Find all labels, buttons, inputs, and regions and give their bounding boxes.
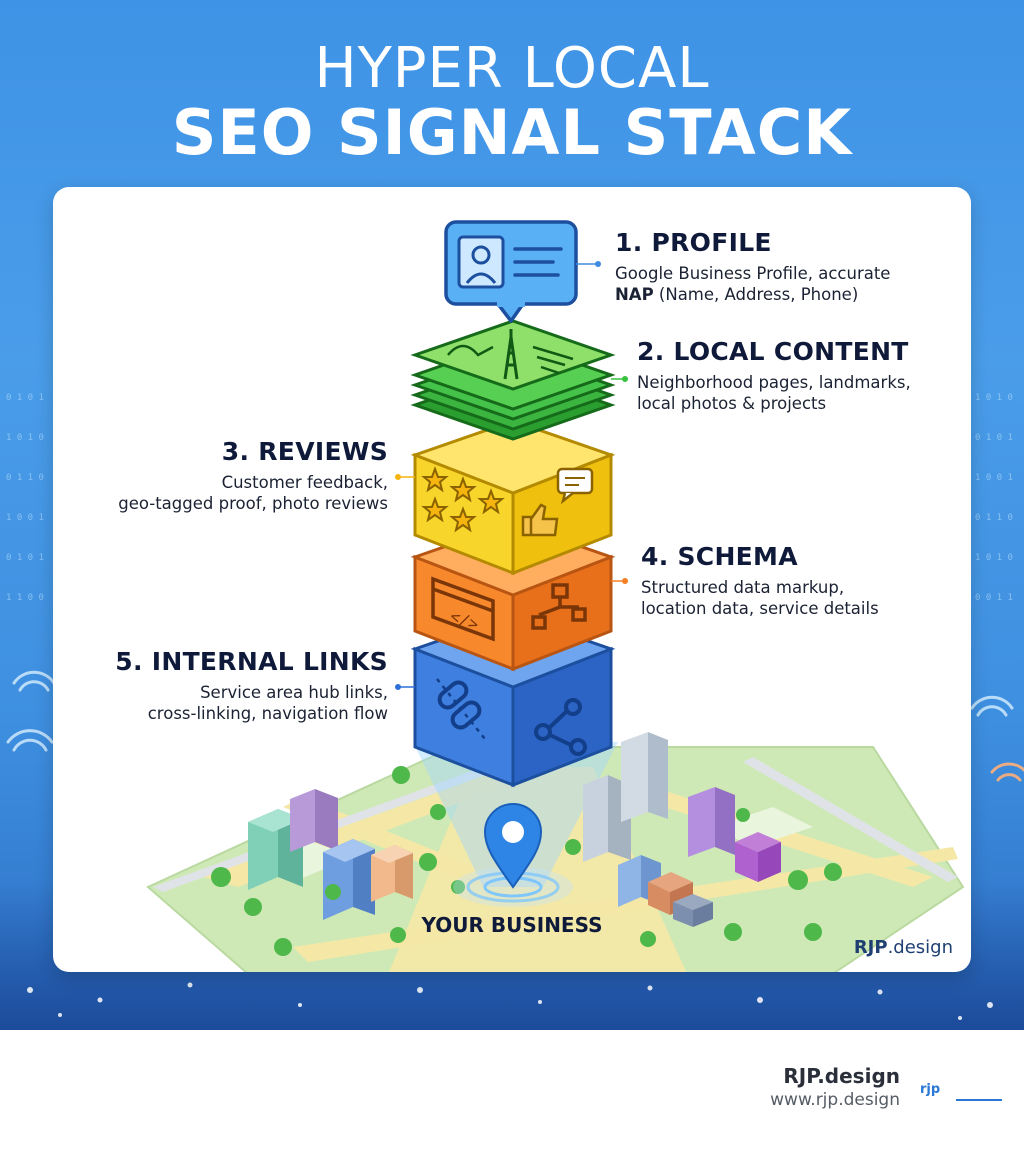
layer-4-desc-line-2: location data, service details (641, 599, 879, 618)
layer-5-desc-line-1: Service area hub links, (200, 683, 388, 702)
footer-logo: rjp (920, 1082, 941, 1097)
svg-text:0 1 0 1: 0 1 0 1 (975, 433, 1013, 443)
layer-3-title: 3. REVIEWS (221, 437, 388, 466)
thumbs-up-review-icon (521, 467, 594, 537)
svg-text:0 1 0 1: 0 1 0 1 (6, 393, 44, 403)
layer-4-description: Structured data markup, location data, se… (641, 577, 961, 619)
svg-text:0 1 1 0: 0 1 1 0 (975, 513, 1013, 523)
layer-2-description: Neighborhood pages, landmarks, local phot… (637, 372, 967, 414)
layer-4-desc-line-1: Structured data markup, (641, 578, 845, 597)
layer-5-description: Service area hub links, cross-linking, na… (73, 682, 388, 724)
layer-1-label: 1. PROFILE Google Business Profile, accu… (615, 228, 955, 305)
layer-1-desc-line-1: Google Business Profile, accurate (615, 264, 891, 283)
layer-1-title: 1. PROFILE (615, 228, 772, 257)
footer-url: www.rjp.design (770, 1090, 900, 1110)
share-nodes-icon (534, 698, 587, 756)
svg-text:1 0 1 0: 1 0 1 0 (6, 433, 44, 443)
diagram-card: YOUR BUSINESS (53, 187, 971, 972)
layer-4-label: 4. SCHEMA Structured data markup, locatio… (641, 542, 961, 619)
svg-text:1 0 1 0: 1 0 1 0 (975, 553, 1013, 563)
sitemap-icon (531, 583, 587, 630)
layer-1-profile-card (444, 220, 578, 323)
layer-2-label: 2. LOCAL CONTENT Neighborhood pages, lan… (637, 337, 967, 414)
layer-2-stack (410, 319, 616, 441)
svg-text:0 1 0 1: 0 1 0 1 (6, 553, 44, 563)
layer-1-desc-line-2: (Name, Address, Phone) (653, 285, 859, 304)
layer-2-desc-line-1: Neighborhood pages, landmarks, (637, 373, 911, 392)
layer-5-desc-line-2: cross-linking, navigation flow (147, 704, 388, 723)
layer-5-cube (410, 613, 616, 788)
layer-3-label: 3. REVIEWS Customer feedback, geo-tagged … (73, 437, 388, 514)
footer-brand-name: RJP.design (783, 1064, 900, 1088)
layer-3-desc-line-1: Customer feedback, (221, 473, 388, 492)
layer-4-title: 4. SCHEMA (641, 542, 798, 571)
layer-3-cube (410, 419, 616, 576)
buildings-right (583, 732, 781, 927)
business-location-pin (453, 803, 573, 907)
watermark-rest: .design (887, 937, 953, 958)
svg-text:1 1 0 0: 1 1 0 0 (6, 593, 44, 603)
layer-5-title: 5. INTERNAL LINKS (115, 647, 388, 676)
svg-text:0 0 1 1: 0 0 1 1 (975, 593, 1013, 603)
svg-text:1 0 1 0: 1 0 1 0 (975, 393, 1013, 403)
layer-3-desc-line-2: geo-tagged proof, photo reviews (118, 494, 388, 513)
svg-text:1 0 0 1: 1 0 0 1 (6, 513, 44, 523)
chain-link-icon (436, 678, 486, 740)
label-connectors (395, 261, 628, 690)
landmark-tower-icon (447, 329, 574, 380)
title-line-1: HYPER LOCAL (314, 36, 710, 101)
svg-text:0 1 1 0: 0 1 1 0 (6, 473, 44, 483)
footer-brand: RJP.design www.rjp.design (770, 1064, 900, 1110)
svg-text:1 0 0 1: 1 0 0 1 (975, 473, 1013, 483)
five-stars-icon (421, 466, 505, 533)
layer-1-desc-bold: NAP (615, 285, 654, 304)
watermark-bold: RJP (853, 937, 888, 958)
your-business-label: YOUR BUSINESS (420, 913, 602, 937)
hero-banner: 0 1 0 1 1 0 1 0 0 1 1 0 1 0 0 1 0 1 0 1 1 1 … (0, 0, 1024, 1030)
trees (211, 766, 842, 956)
binary-rain-decoration: 0 1 0 1 1 0 1 0 0 1 1 0 1 0 0 1 0 1 0 1 1 1 … (6, 393, 1024, 782)
signal-stack-illustration: YOUR BUSINESS (146, 220, 965, 972)
layer-3-description: Customer feedback, geo-tagged proof, phot… (73, 472, 388, 514)
layer-5-label: 5. INTERNAL LINKS Service area hub links… (73, 647, 388, 724)
footer-logo-underline (956, 1099, 1002, 1101)
layer-2-title: 2. LOCAL CONTENT (637, 337, 909, 366)
card-watermark: RJP.design (854, 937, 953, 958)
layer-2-desc-line-2: local photos & projects (637, 394, 827, 413)
buildings-left (248, 789, 413, 920)
title-line-2: SEO SIGNAL STACK (171, 96, 853, 169)
